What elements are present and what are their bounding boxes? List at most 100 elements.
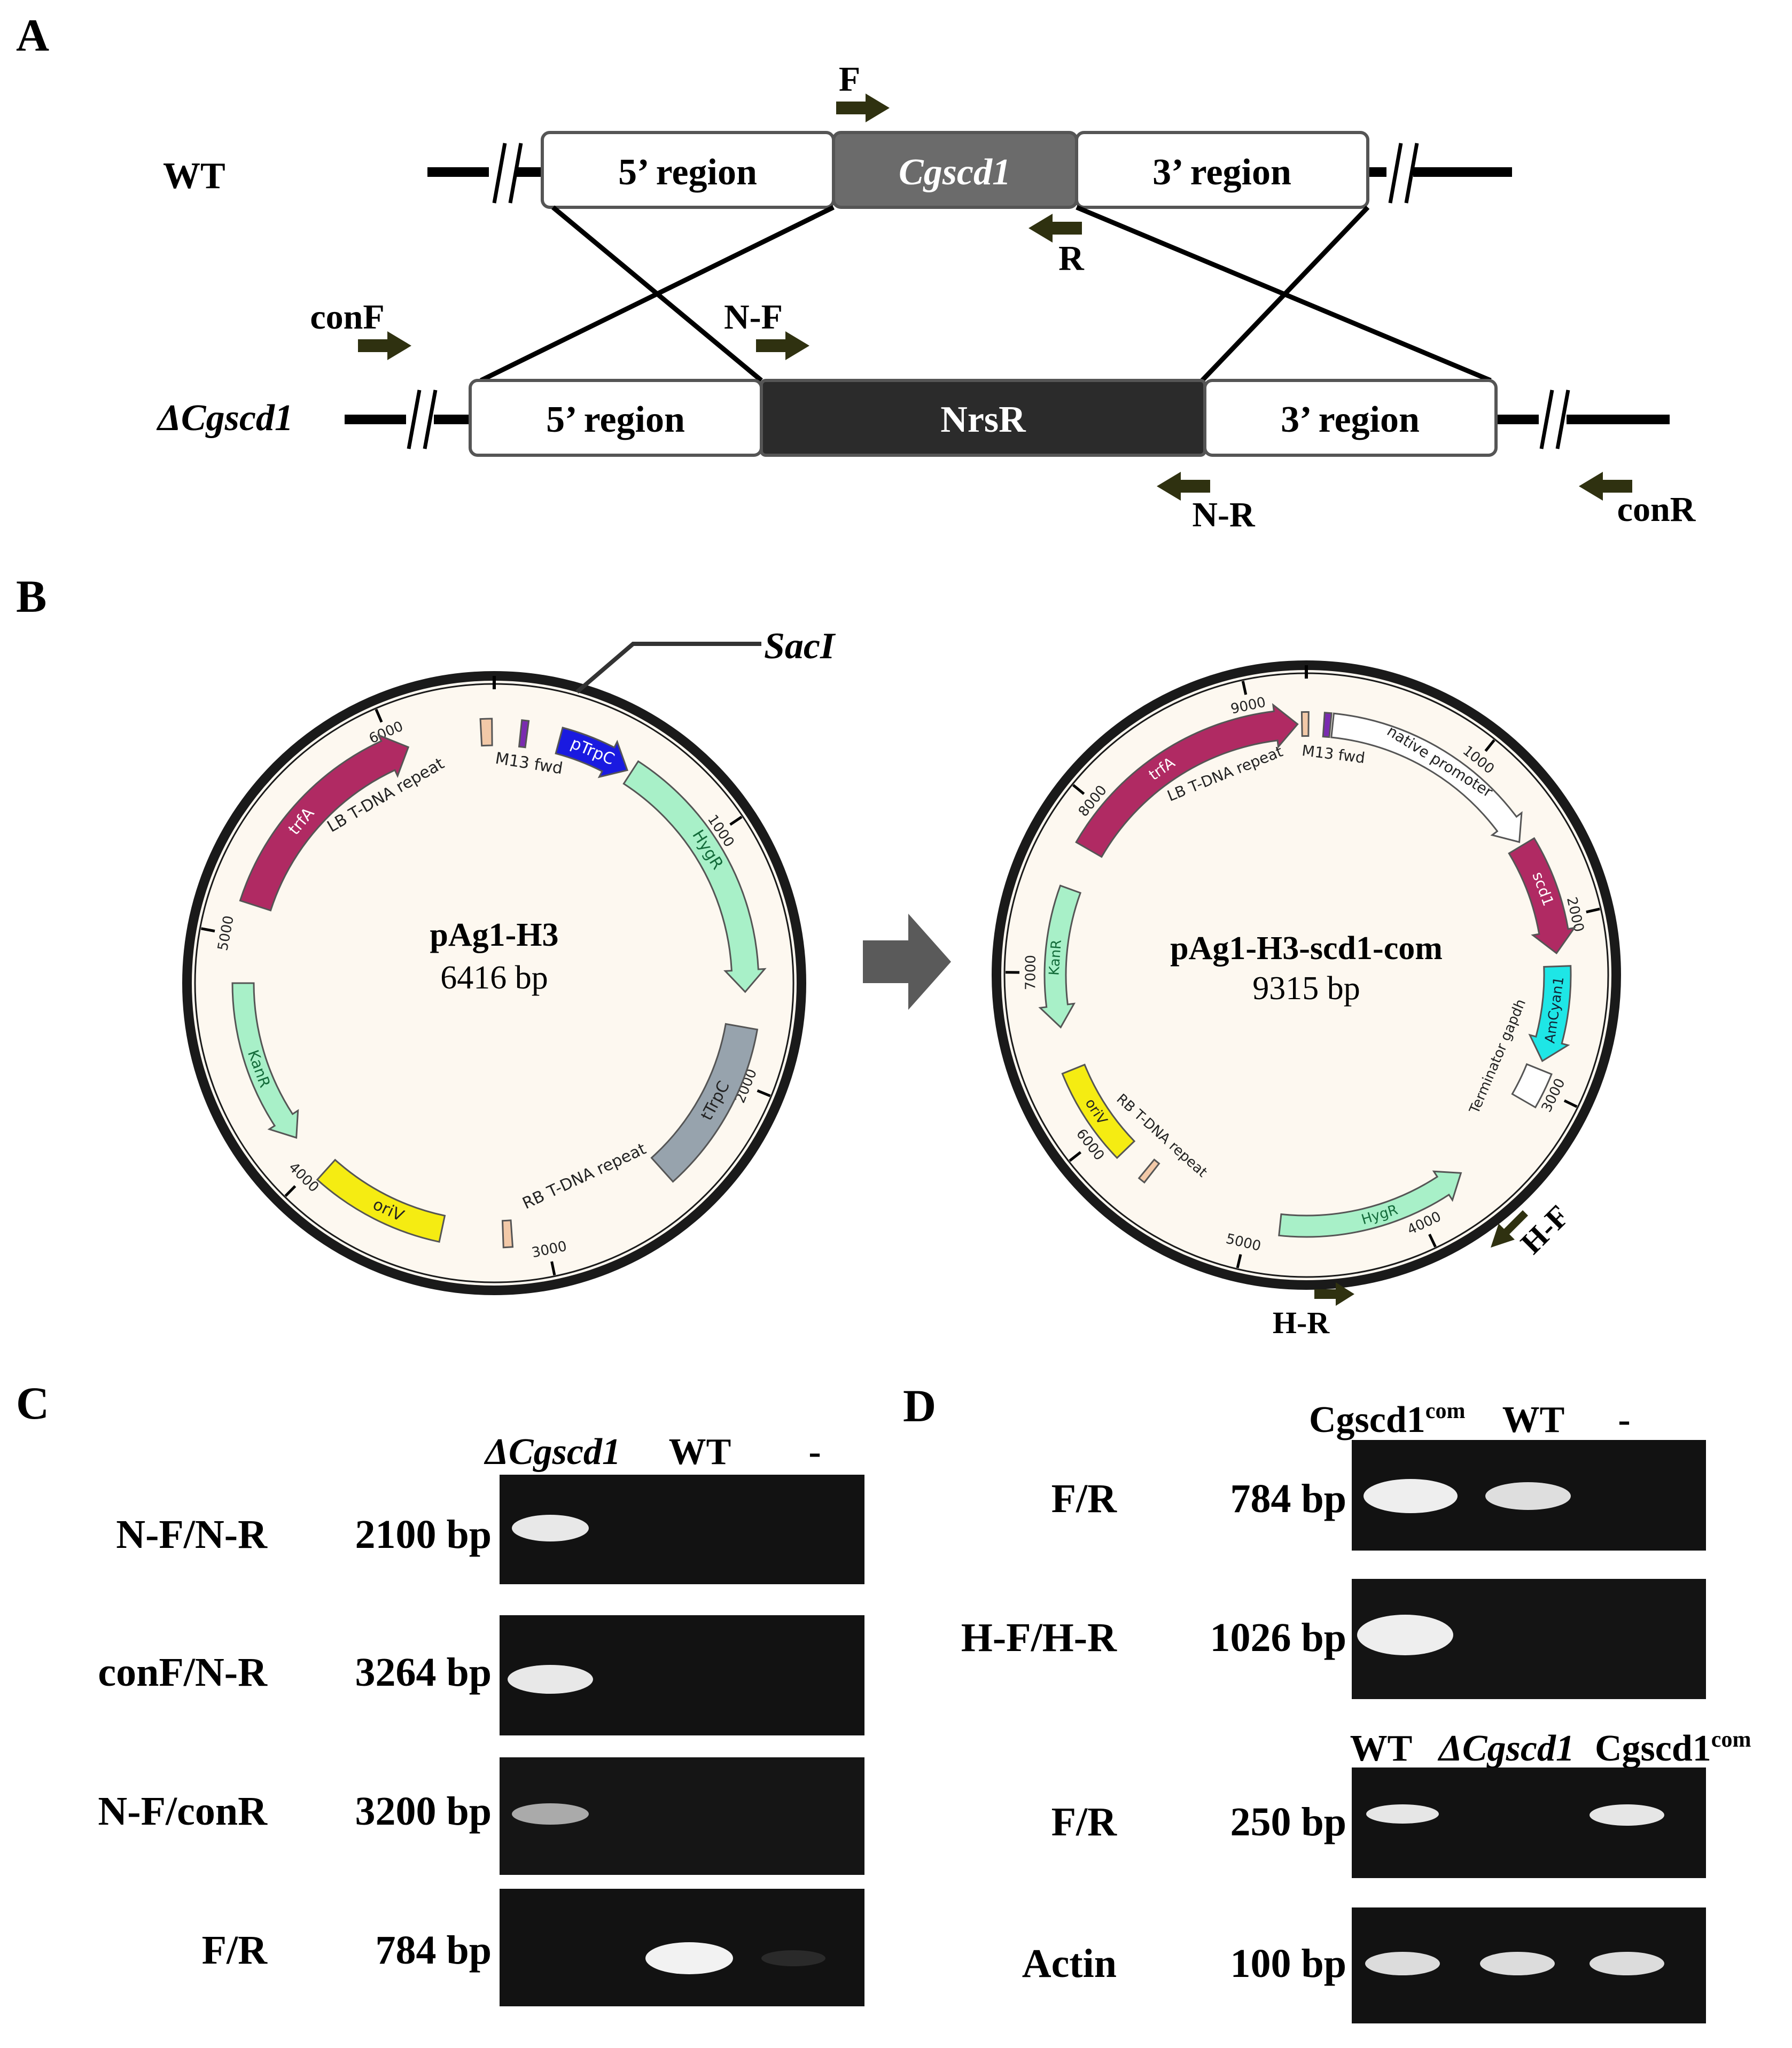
panel-b-label: B xyxy=(16,571,46,622)
band-d-row1-com xyxy=(1364,1479,1458,1513)
primer-hr-label: H-R xyxy=(1273,1305,1330,1340)
band-c-row3-mutant xyxy=(512,1803,589,1825)
c-row3-primer: N-F/conR xyxy=(98,1789,268,1834)
c-row3-size: 3200 bp xyxy=(355,1789,492,1834)
wt-3-region-label: 3’ region xyxy=(1152,152,1291,193)
primer-nr-arrow: N-R xyxy=(1157,472,1256,534)
band-d-row3-com xyxy=(1590,1804,1664,1826)
d-row3-primer: F/R xyxy=(1051,1800,1118,1844)
c-row4-primer: F/R xyxy=(202,1928,268,1973)
primer-hf-label: H-F xyxy=(1514,1198,1576,1261)
p2-rb-repeat-box xyxy=(1137,1158,1160,1184)
wt-label: WT xyxy=(163,155,225,197)
primer-conf-arrow: conF xyxy=(310,298,411,360)
band-c-row4-negative-faint xyxy=(761,1950,825,1966)
p1-m13-box xyxy=(518,719,530,749)
c-row2-size: 3264 bp xyxy=(355,1650,492,1695)
panel-d-label: D xyxy=(903,1380,936,1431)
d-row2-primer: H-F/H-R xyxy=(961,1615,1117,1660)
mut-5-region-label: 5’ region xyxy=(546,399,685,440)
band-d-row1-wt xyxy=(1485,1482,1571,1510)
band-c-row1-mutant xyxy=(512,1515,589,1541)
plasmid1-size: 6416 bp xyxy=(440,960,548,996)
lane-d-wt-top: WT xyxy=(1502,1399,1565,1440)
p1-hygr-arrow xyxy=(622,760,767,993)
d-row1-size: 784 bp xyxy=(1230,1476,1346,1521)
mut-3-region-box xyxy=(1203,379,1498,457)
crossover-lines xyxy=(480,205,1492,383)
panel-a: A WT 5’ region Cgscd1 3’ region xyxy=(16,10,1696,534)
d-row4-size: 100 bp xyxy=(1230,1941,1346,1986)
primer-r-arrow: R xyxy=(1029,214,1085,278)
p2-trfa-arrow xyxy=(1075,703,1299,858)
p2-kanr-label: KanR xyxy=(1046,939,1065,976)
c-row4-size: 784 bp xyxy=(375,1928,492,1973)
primer-r-label: R xyxy=(1058,239,1085,278)
d-row2-size: 1026 bp xyxy=(1210,1615,1346,1660)
p1-lb-repeat-box xyxy=(479,718,493,747)
plasmid2-name: pAg1-H3-scd1-com xyxy=(1170,930,1443,967)
panel-c: C ΔCgscd1 WT - N-F/N-R 2100 bp conF/N-R … xyxy=(16,1377,864,2006)
d-row4-primer: Actin xyxy=(1022,1941,1117,1986)
panel-c-label: C xyxy=(16,1377,49,1429)
p2-amcyan1-arrow xyxy=(1528,965,1572,1062)
p2-oriv-box xyxy=(1061,1063,1136,1159)
primer-nf-label: N-F xyxy=(724,298,783,337)
band-d-row4-wt xyxy=(1365,1952,1440,1975)
primer-f-arrow: F xyxy=(836,60,890,122)
wt-5-region-label: 5’ region xyxy=(618,152,757,193)
wt-locus: WT 5’ region Cgscd1 3’ region xyxy=(163,131,1512,209)
primer-f-label: F xyxy=(839,60,860,99)
p2-terminator-box xyxy=(1511,1063,1553,1109)
panel-a-label: A xyxy=(16,10,49,61)
mutant-locus: ΔCgscd1 5’ region NrsR 3’ region xyxy=(156,379,1670,457)
lane-d-com-bottom: Cgscd1com xyxy=(1595,1727,1751,1769)
d-row3-size: 250 bp xyxy=(1230,1800,1346,1844)
p2-lb-repeat-box xyxy=(1300,711,1310,737)
p1-ptrpc-arrow xyxy=(555,727,629,778)
p1-rb-repeat-box xyxy=(501,1219,514,1249)
band-d-row3-wt xyxy=(1366,1804,1439,1824)
primer-nf-arrow: N-F xyxy=(724,298,809,360)
p2-tick-7000: 7000 xyxy=(1023,955,1039,990)
primer-hr-arrow: H-R xyxy=(1273,1282,1354,1340)
p1-trfa-arrow xyxy=(239,734,410,912)
primers: F R conF N-F N-R conR xyxy=(310,60,1696,534)
band-d-row4-mutant xyxy=(1480,1952,1555,1975)
panel-d: D Cgscd1com WT - F/R 784 bp H-F/H-R 1026… xyxy=(903,1380,1751,2023)
nrsr-marker-label: NrsR xyxy=(940,399,1026,440)
p2-native-promoter-arrow xyxy=(1330,712,1523,843)
lane-d-wt-bottom: WT xyxy=(1350,1728,1413,1769)
p1-kanr-arrow xyxy=(231,982,299,1139)
band-d-row4-com xyxy=(1590,1952,1664,1975)
lane-d-com-top: Cgscd1com xyxy=(1309,1399,1465,1440)
saci-label: SacI xyxy=(764,626,836,667)
transition-arrow xyxy=(863,914,951,1010)
lane-d-neg-top: - xyxy=(1618,1399,1630,1440)
lane-c-negative: - xyxy=(808,1431,821,1473)
wt-3-region-box xyxy=(1075,131,1369,209)
plasmid1-name: pAg1-H3 xyxy=(430,917,558,953)
primer-conr-arrow: conR xyxy=(1579,472,1696,529)
p2-kanr-arrow xyxy=(1038,884,1082,1029)
p1-ttrpc-box xyxy=(650,1023,759,1183)
mutant-label: ΔCgscd1 xyxy=(156,398,293,439)
p2-hygr-arrow xyxy=(1278,1170,1462,1238)
mut-3-region-label: 3’ region xyxy=(1281,399,1420,440)
lane-d-mutant-bottom: ΔCgscd1 xyxy=(1437,1728,1575,1769)
band-c-row4-wt xyxy=(645,1942,733,1974)
wt-gene-label: Cgscd1 xyxy=(899,152,1011,193)
p1-oriv-box xyxy=(316,1158,446,1243)
d-row1-primer: F/R xyxy=(1051,1476,1118,1521)
c-row1-primer: N-F/N-R xyxy=(116,1512,268,1557)
primer-conf-label: conF xyxy=(310,298,384,337)
c-row1-size: 2100 bp xyxy=(355,1512,492,1557)
p2-scd1-arrow xyxy=(1508,837,1577,955)
plasmid2-size: 9315 bp xyxy=(1252,970,1360,1007)
band-d-row2-com xyxy=(1357,1615,1453,1655)
primer-nr-label: N-R xyxy=(1192,495,1256,534)
